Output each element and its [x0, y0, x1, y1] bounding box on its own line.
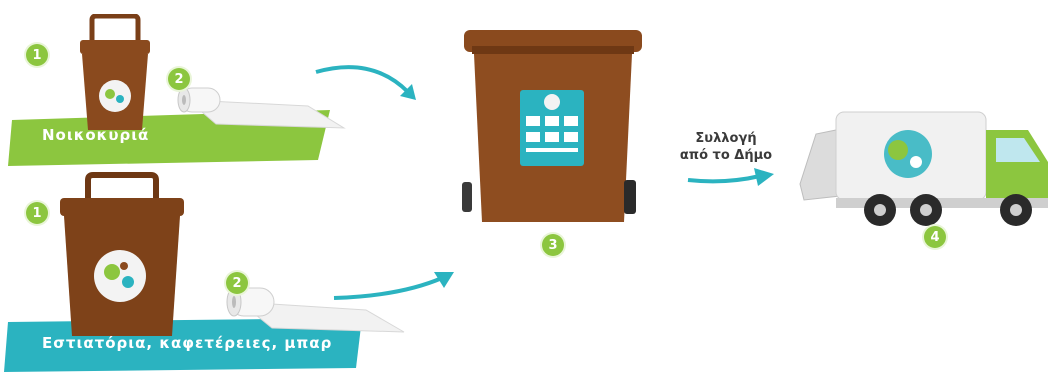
- step-badge-household-bag: 2: [168, 68, 190, 90]
- kitchen-bin-icon: [52, 172, 192, 340]
- collection-caption-line1: Συλλογή: [664, 130, 788, 147]
- collection-caption: Συλλογή από το Δήμο: [664, 130, 788, 164]
- step-badge-street-bin: 3: [542, 234, 564, 256]
- arrow-icon: [312, 56, 422, 106]
- step-badge-business-bag: 2: [226, 272, 248, 294]
- collection-caption-line2: από το Δήμο: [664, 147, 788, 164]
- step-badge-truck: 4: [924, 226, 946, 248]
- arrow-icon: [330, 268, 460, 308]
- kitchen-bin-icon: [70, 14, 160, 134]
- garbage-truck-icon: [796, 104, 1054, 232]
- step-badge-business-bin: 1: [26, 202, 48, 224]
- wheelie-bin-icon: [458, 28, 648, 236]
- arrow-icon: [686, 164, 778, 190]
- step-badge-household-bin: 1: [26, 44, 48, 66]
